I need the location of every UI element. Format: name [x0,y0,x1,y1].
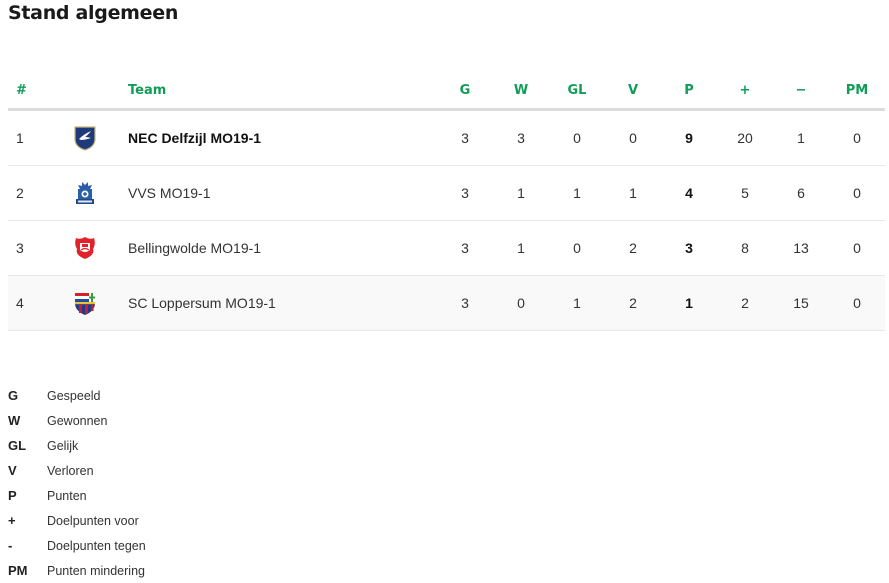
drawn: 1 [549,275,605,331]
won: 3 [493,109,549,166]
legend-item: G Gespeeld [8,383,146,408]
drawn: 1 [549,165,605,221]
page-title: Stand algemeen [8,2,179,24]
penalty-points: 0 [829,165,885,221]
table-row[interactable]: 3 Bellingwolde MO19-1 3 1 0 2 3 8 13 0 [8,220,885,276]
legend-abbr: W [8,413,21,428]
legend-desc: Verloren [47,463,94,478]
drawn: 0 [549,220,605,276]
header-won: W [493,72,549,111]
header-goals-against: − [773,72,829,111]
legend-abbr: V [8,463,17,478]
legend-item: + Doelpunten voor [8,508,146,533]
header-played: G [437,72,493,111]
sc-loppersum-crest-icon [75,293,95,315]
legend-abbr: GL [8,438,27,453]
points: 9 [661,109,717,166]
bellingwolde-crest-icon [75,237,95,259]
played: 3 [437,109,493,166]
position: 1 [8,109,42,166]
vvs-crest-icon [76,182,94,204]
table-row[interactable]: 1 NEC Delfzijl MO19-1 3 3 0 0 9 20 1 0 [8,109,885,166]
won: 0 [493,275,549,331]
lost: 0 [605,109,661,166]
played: 3 [437,165,493,221]
legend-abbr: PM [8,563,28,578]
drawn: 0 [549,109,605,166]
won: 1 [493,165,549,221]
legend-item: W Gewonnen [8,408,146,433]
lost: 2 [605,275,661,331]
penalty-points: 0 [829,220,885,276]
header-position: # [8,72,42,111]
legend-desc: Doelpunten voor [47,513,139,528]
team-name[interactable]: SC Loppersum MO19-1 [128,275,437,331]
legend-item: V Verloren [8,458,146,483]
table-row[interactable]: 4 SC Loppersum MO19-1 3 0 [8,275,885,331]
nec-delfzijl-crest-icon [74,126,96,151]
won: 1 [493,220,549,276]
goals-for: 8 [717,220,773,276]
legend-desc: Gelijk [47,438,79,453]
legend-desc: Punten mindering [47,563,145,578]
goals-for: 2 [717,275,773,331]
legend-item: - Doelpunten tegen [8,533,146,558]
penalty-points: 0 [829,275,885,331]
team-name[interactable]: NEC Delfzijl MO19-1 [128,109,437,166]
goals-against: 6 [773,165,829,221]
header-logo [42,72,128,111]
goals-against: 13 [773,220,829,276]
legend-abbr: P [8,488,17,503]
header-points: P [661,72,717,111]
played: 3 [437,220,493,276]
standings-table: # Team G W GL V P + − PM 1 NEC Delfzijl … [8,72,885,331]
played: 3 [437,275,493,331]
legend-desc: Doelpunten tegen [47,538,146,553]
legend-abbr: - [8,538,13,553]
legend-desc: Gewonnen [47,413,108,428]
penalty-points: 0 [829,109,885,166]
legend-abbr: G [8,388,19,403]
team-name[interactable]: VVS MO19-1 [128,165,437,221]
legend-item: PM Punten mindering [8,558,146,583]
goals-against: 15 [773,275,829,331]
header-goals-for: + [717,72,773,111]
table-header-row: # Team G W GL V P + − PM [8,72,885,111]
header-lost: V [605,72,661,111]
position: 2 [8,165,42,221]
legend-item: P Punten [8,483,146,508]
position: 3 [8,220,42,276]
legend-abbr: + [8,513,16,528]
table-row[interactable]: 2 VVS MO19-1 3 1 1 1 4 5 6 0 [8,165,885,221]
goals-for: 5 [717,165,773,221]
points: 4 [661,165,717,221]
points: 1 [661,275,717,331]
legend: G Gespeeld W Gewonnen GL Gelijk V Verloren P… [8,383,146,583]
goals-for: 20 [717,109,773,166]
goals-against: 1 [773,109,829,166]
header-team: Team [128,72,437,111]
legend-desc: Punten [47,488,87,503]
lost: 2 [605,220,661,276]
header-penalty-points: PM [829,72,885,111]
team-name[interactable]: Bellingwolde MO19-1 [128,220,437,276]
points: 3 [661,220,717,276]
position: 4 [8,275,42,331]
header-drawn: GL [549,72,605,111]
legend-item: GL Gelijk [8,433,146,458]
legend-desc: Gespeeld [47,388,101,403]
lost: 1 [605,165,661,221]
